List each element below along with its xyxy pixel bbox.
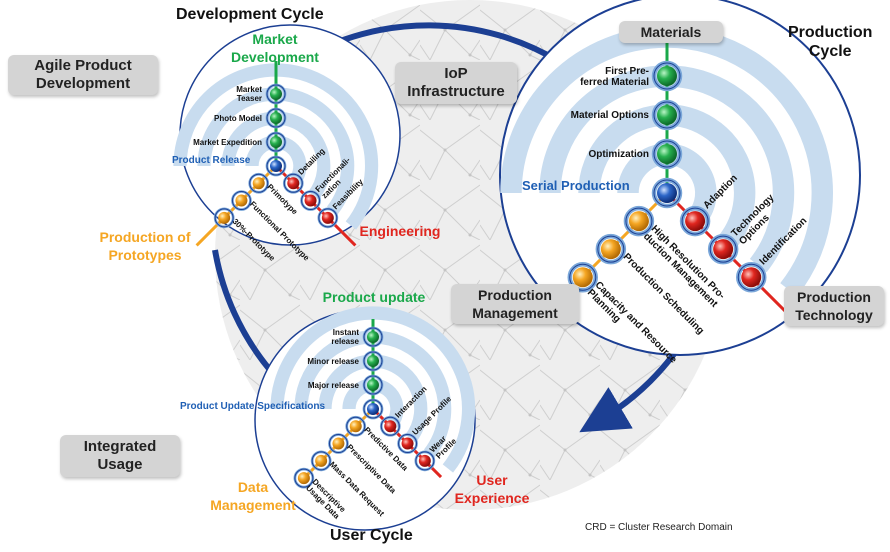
production-technology-box: Production Technology (784, 286, 884, 326)
production-management-box: Production Management (451, 284, 579, 324)
user-up-item-label: Minor release (307, 357, 359, 366)
production-cycle-title: Production Cycle (788, 24, 873, 60)
user-up-node (362, 350, 384, 372)
production-right-node (735, 261, 767, 293)
production-up-node (651, 60, 683, 92)
production-up-node (651, 138, 683, 170)
user-right-node (414, 450, 436, 472)
user-center-label: Product Update Specifications (180, 401, 325, 412)
integrated-usage-box: Integrated Usage (60, 435, 180, 477)
production-up-item-label: First Pre-ferred Material (580, 66, 649, 88)
production-ring (666, 26, 833, 297)
production-center-node (651, 177, 683, 209)
user-right-node (379, 415, 401, 437)
user-ring (294, 330, 374, 410)
development-left-node (248, 172, 270, 194)
user-cycle-title: User Cycle (330, 527, 413, 544)
production-up-node (651, 99, 683, 131)
development-up-node (265, 83, 287, 105)
development-right-node (282, 172, 304, 194)
user-up-node (362, 374, 384, 396)
development-left-node (231, 190, 252, 211)
production-right-node (707, 233, 739, 265)
development-right-node (300, 190, 321, 211)
user-left-node (293, 467, 315, 489)
crd-footnote: CRD = Cluster Research Domain (585, 522, 733, 533)
development-left-node (213, 207, 235, 229)
user-center-node (362, 398, 384, 420)
production-left-node (623, 205, 655, 237)
development-cycle-title: Development Cycle (176, 6, 324, 23)
user-left-node (310, 450, 332, 472)
dev-axis-right-label: Engineering (360, 223, 441, 239)
production-up-item-label: Material Options (571, 110, 650, 121)
development-up-item-label: Photo Model (214, 114, 262, 123)
iop-infrastructure-box: IoP Infrastructure (395, 62, 517, 104)
dev-center-label: Product Release (172, 155, 251, 166)
user-ring (372, 306, 476, 473)
production-right-node (679, 205, 711, 237)
user-left-node (345, 415, 367, 437)
production-ring (539, 65, 668, 194)
production-ring (666, 104, 756, 249)
development-up-item-label: Market Expedition (193, 138, 262, 147)
user-ring (270, 306, 374, 410)
user-ring (372, 354, 428, 443)
development-ring (275, 63, 379, 230)
production-left-node (595, 233, 627, 265)
development-ring (197, 87, 277, 167)
user-axis-up-label: Product update (323, 289, 426, 305)
user-up-node (362, 326, 384, 348)
development-up-node (265, 107, 287, 129)
development-center-node (265, 155, 287, 177)
user-left-node (328, 433, 349, 454)
prod-center-label: Serial Production (522, 178, 630, 193)
outer-cycle-arrow-left (212, 249, 273, 372)
development-up-node (265, 131, 287, 153)
agile-product-development-box: Agile Product Development (8, 55, 158, 95)
user-up-item-label: Major release (308, 381, 360, 390)
production-ring (666, 65, 795, 273)
production-left-node (567, 261, 599, 293)
user-right-node (397, 433, 418, 454)
materials-box: Materials (619, 21, 723, 43)
development-right-node (317, 207, 339, 229)
production-ring (578, 104, 668, 194)
development-ring (173, 63, 277, 167)
development-ring (275, 111, 331, 200)
production-up-item-label: Optimization (588, 149, 649, 160)
development-ring (275, 87, 355, 215)
user-ring (372, 330, 452, 458)
